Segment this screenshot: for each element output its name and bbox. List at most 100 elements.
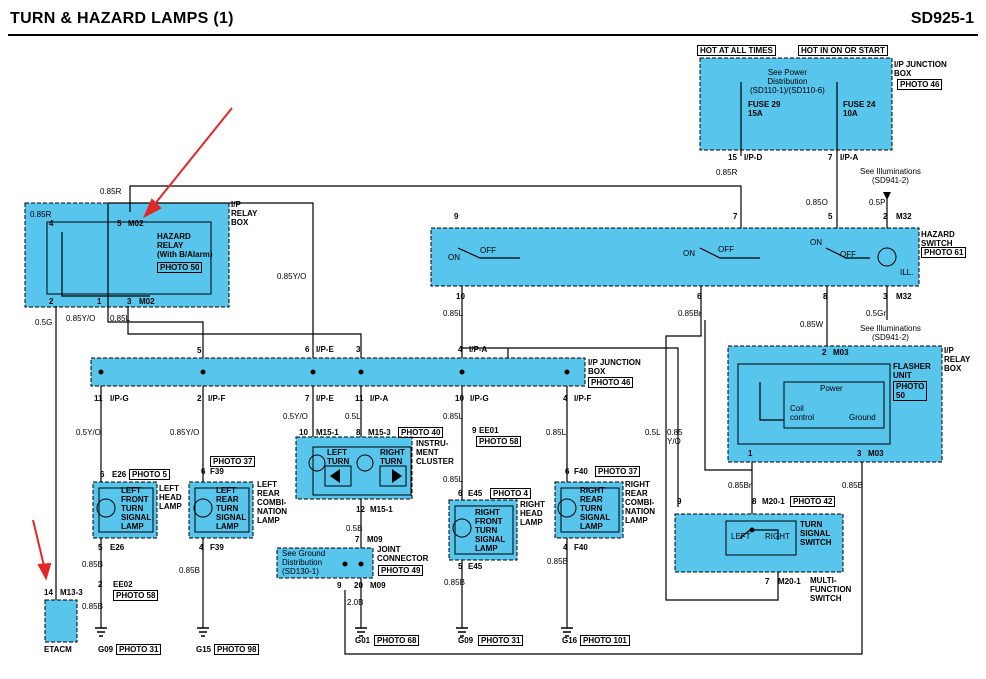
connector-label: E26 [110, 543, 125, 552]
connector-label: E26 [112, 470, 127, 479]
wire-color: 0.85B [547, 557, 568, 566]
left-front-lamp-box [92, 481, 158, 539]
splice-dot [358, 369, 364, 375]
junction-box-mid [90, 357, 586, 387]
annotation-arrow-etacm [32, 519, 46, 571]
pin-label: 2 [49, 297, 54, 306]
wire-color: 0.85B [444, 578, 465, 587]
pin-label: 5 [117, 219, 122, 228]
cluster-name: INSTRU- MENT CLUSTER [416, 439, 454, 466]
ground-g01-label: G01 [355, 636, 371, 645]
flasher-ground: Ground [849, 413, 876, 422]
connector-label: I/P-A [840, 153, 859, 162]
wire-color: 0.85B [82, 560, 103, 569]
junction-box-top-photo: PHOTO 46 [897, 79, 943, 90]
lamp-lr-symbol [193, 498, 213, 518]
connector-label: E45 [468, 562, 483, 571]
rr-inner [560, 487, 620, 533]
wire-color: 0.85O [806, 198, 828, 207]
connector-label: I/P-A [469, 345, 488, 354]
header-divider [8, 34, 978, 36]
lr-photo: PHOTO 37 [210, 456, 256, 467]
fuse-24: FUSE 24 10A [843, 100, 876, 118]
wire-color: 0.85 Y/O [667, 428, 683, 446]
wire-relay-085l [127, 306, 362, 358]
wire-color: 0.85R [100, 187, 122, 196]
cluster-inner [312, 446, 412, 496]
ground-g16-symbol [561, 627, 573, 637]
wire-color: 0.5L [345, 412, 361, 421]
flasher-power: Power [820, 384, 843, 393]
flasher-photo: PHOTO 50 [893, 381, 928, 401]
pin-label: 8 [752, 497, 757, 506]
wire-085r-relay [129, 185, 742, 228]
hazard-switch-photo: PHOTO 61 [921, 247, 967, 258]
connector-label: I/P-E [316, 394, 334, 403]
see-illuminations-bottom: See Illuminations (SD941-2) [860, 324, 921, 342]
wire-relay-9 [107, 202, 314, 358]
ground-g15-photo: PHOTO 98 [214, 644, 260, 655]
connector-label: M09 [370, 581, 386, 590]
relay-box-flasher [727, 345, 943, 463]
pin-label: 3 [127, 297, 132, 306]
cluster-right-bulb [356, 454, 374, 472]
wire-color: 2.0B [347, 598, 364, 607]
wire-relay-internal [61, 232, 150, 297]
wire-switch-6 [665, 286, 779, 601]
relay-box [24, 202, 230, 308]
pin-label: 3 [356, 345, 361, 354]
connector-label: M15-1 [316, 428, 339, 437]
pin-label: 6 [201, 467, 206, 476]
connector-label: E45 [468, 489, 483, 498]
flasher-outer [737, 363, 891, 445]
pin-label: 5 [458, 562, 463, 571]
connector-label: M20-1 [762, 497, 785, 506]
connector-label: I/P-D [744, 153, 763, 162]
right-rear-lamp-box [554, 481, 624, 539]
switch-off: OFF [718, 245, 734, 254]
pin-label: 3 [857, 449, 862, 458]
connector-label: F39 [210, 467, 224, 476]
wire-color: 0.5Y/O [76, 428, 101, 437]
hazard-switch-name: HAZARD SWITCH [921, 230, 955, 248]
pin-label: 5 [828, 212, 833, 221]
connector-label: M20-1 [778, 577, 801, 586]
page-title: TURN & HAZARD LAMPS (1) [10, 10, 234, 27]
wire-color: 0.85B [82, 602, 103, 611]
wire-multi-left [739, 529, 779, 540]
switch-on: ON [810, 238, 822, 247]
rf-side-name: RIGHT HEAD LAMP [520, 500, 545, 527]
splice-dot [459, 369, 465, 375]
multi-switch-inner [725, 520, 797, 556]
connector-label: M15-1 [370, 505, 393, 514]
wire-color: 0.5Y/O [283, 412, 308, 421]
pin-label: 6 [565, 467, 570, 476]
annotation-arrowhead-etacm [37, 562, 52, 581]
connector-label: I/P-F [208, 394, 226, 403]
pin-label: 10 [456, 292, 465, 301]
pin-label: 1 [748, 449, 753, 458]
switch-ill: ILL. [900, 268, 914, 277]
switch-off: OFF [480, 246, 496, 255]
switch-off: OFF [840, 250, 856, 259]
lf-inner [98, 487, 154, 533]
flasher-name: FLASHER UNIT [893, 362, 931, 380]
junction-box-top-name: I/P JUNCTION BOX [894, 60, 947, 78]
connector-label: M32 [896, 292, 912, 301]
hazard-relay-inner [46, 221, 212, 295]
hazard-switch-box [430, 227, 920, 287]
ground-g09-label: G09 [98, 645, 114, 654]
etacm-label: ETACM [44, 645, 72, 654]
wire-color: 0.5B [346, 524, 363, 533]
multi-switch-name: TURN SIGNAL SWITCH [800, 520, 832, 547]
flasher-coil: Coil control [790, 404, 815, 422]
pin-label: 9 [454, 212, 459, 221]
rf-lamp-name: RIGHT FRONT TURN SIGNAL LAMP [475, 508, 506, 553]
cluster-right-arrow-glyph [392, 469, 402, 483]
ground-g16-label: G16 [562, 636, 578, 645]
see-illuminations-top: See Illuminations (SD941-2) [860, 167, 921, 185]
pin-label: 5 [197, 346, 202, 355]
ground-g15-symbol [197, 627, 209, 637]
wire-color: 0.5P [869, 198, 886, 207]
pin-label: 2 [822, 348, 827, 357]
